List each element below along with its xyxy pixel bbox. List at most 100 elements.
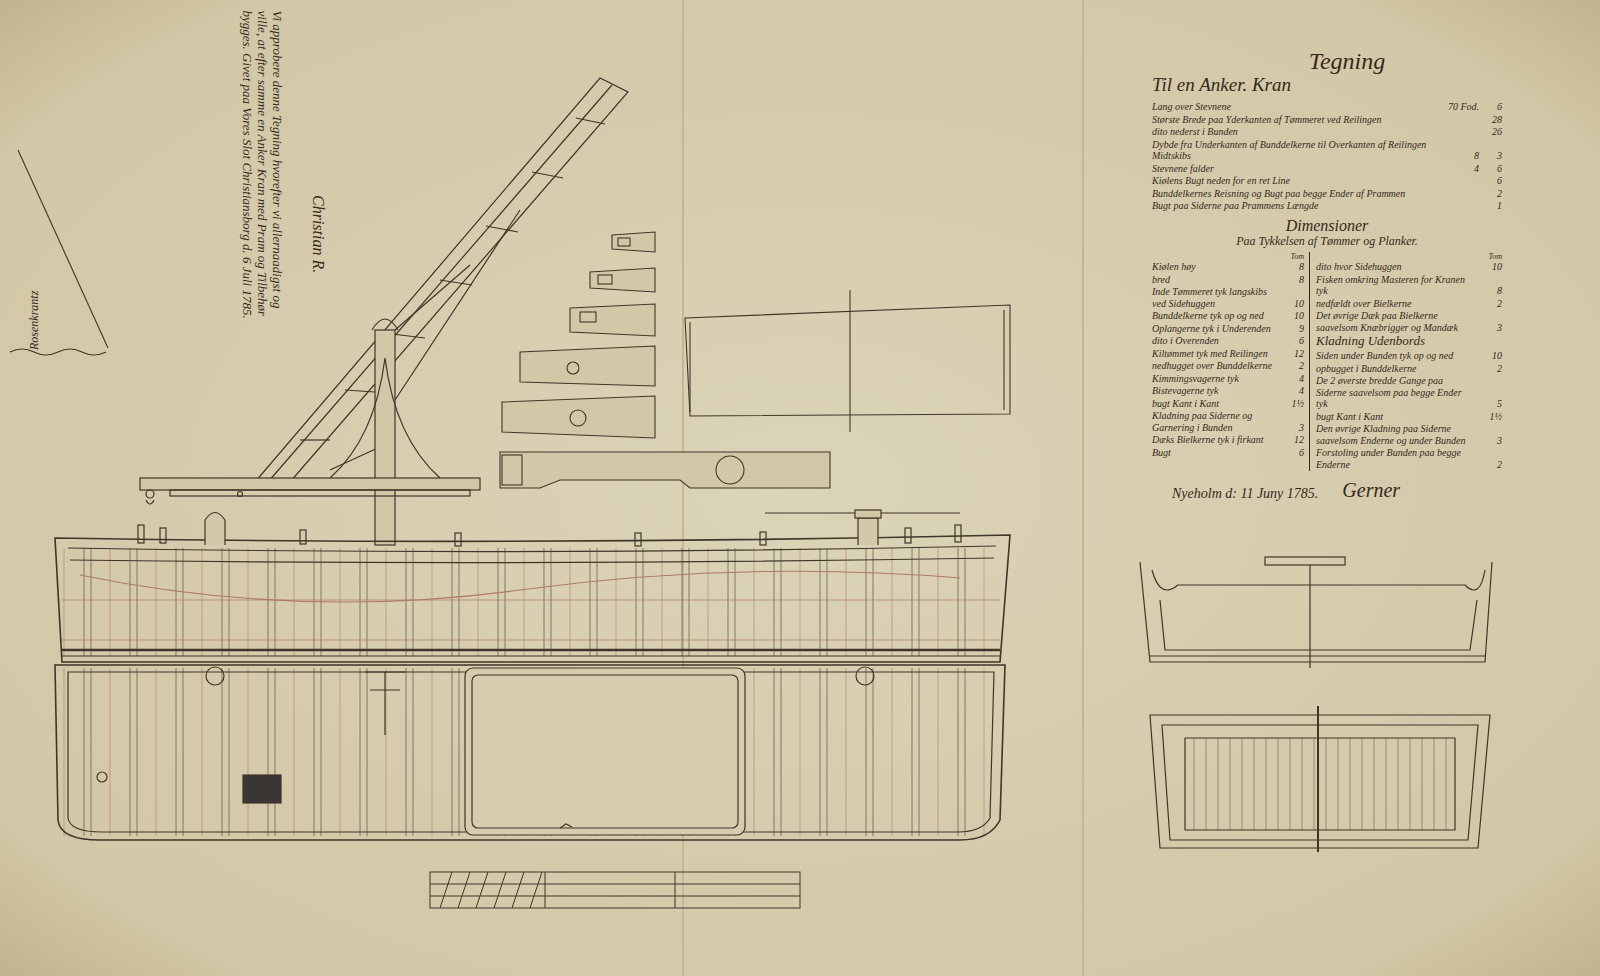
dimension-columns: TomKiølen høy8bred8Inde Tømmeret tyk lan… bbox=[1152, 252, 1502, 471]
row-value: 12 bbox=[1281, 434, 1304, 446]
row-value: 6 bbox=[1479, 175, 1502, 187]
row-value: 9 bbox=[1281, 323, 1304, 335]
row-text: De 2 øverste bredde Gange paa Siderne sa… bbox=[1316, 375, 1479, 410]
row-text: Kiltømmet tyk med Reilingen bbox=[1152, 348, 1281, 360]
row-value: 8 bbox=[1281, 261, 1304, 273]
row-value: 26 bbox=[1479, 126, 1502, 138]
row-text: Største Brede paa Yderkanten af Tømmeret… bbox=[1152, 114, 1479, 126]
row-value: 6 bbox=[1479, 101, 1502, 113]
unit-header: Tom bbox=[1152, 252, 1304, 261]
table-row: Kladning paa Siderne og Garnering i Bund… bbox=[1152, 410, 1304, 433]
section-subheading: Paa Tykkelsen af Tømmer og Planker. bbox=[1152, 234, 1502, 249]
row-value: 3 bbox=[1479, 435, 1502, 447]
scale-bar bbox=[430, 872, 800, 908]
table-row: bugt Kant i Kant1½ bbox=[1316, 411, 1502, 423]
row-value: 3 bbox=[1479, 322, 1502, 334]
row-text: Bunddelkerne tyk op og ned bbox=[1152, 310, 1281, 322]
row-text: Kiølens Bugt neden for en ret Line bbox=[1152, 175, 1479, 187]
row-value: 4 bbox=[1281, 385, 1304, 397]
section-heading: Dimensioner bbox=[1152, 217, 1502, 235]
table-row: Dybde fra Underkanten af Bunddelkerne ti… bbox=[1152, 139, 1502, 162]
minister-signature: Rosenkrantz bbox=[27, 250, 41, 350]
row-value: 10 bbox=[1479, 261, 1502, 273]
row-value: 28 bbox=[1479, 114, 1502, 126]
hull-profile bbox=[55, 510, 1010, 662]
row-value: 8 bbox=[1479, 285, 1502, 297]
row-value: 4 bbox=[1281, 373, 1304, 385]
table-row: Siden under Bunden tyk op og ned10 bbox=[1316, 350, 1502, 362]
table-row: Det øvrige Dæk paa Bielkerne saavelsom K… bbox=[1316, 310, 1502, 333]
row-value: 10 bbox=[1281, 298, 1304, 310]
table-row: Den øvrige Kladning paa Siderne saavelso… bbox=[1316, 423, 1502, 446]
row-value: 3 bbox=[1479, 150, 1502, 162]
royal-signature: Christian R. bbox=[309, 195, 327, 305]
table-row: dito nederst i Bunden26 bbox=[1152, 126, 1502, 138]
row-text: bugt Kant i Kant bbox=[1152, 398, 1281, 410]
table-row: Oplangerne tyk i Underenden9 bbox=[1152, 323, 1304, 335]
row-text: Fisken omkring Masteren for Kranen tyk bbox=[1316, 274, 1479, 297]
table-row: opbugget i Bunddelkerne2 bbox=[1316, 363, 1502, 375]
table-row: Bunddelkerne tyk op og ned10 bbox=[1152, 310, 1304, 322]
main-dimensions: Lang over Stevnene70 Fod.6Største Brede … bbox=[1152, 101, 1502, 212]
row-text: dito hvor Sidehuggen bbox=[1316, 261, 1479, 273]
table-row: Kiltømmet tyk med Reilingen12 bbox=[1152, 348, 1304, 360]
row-value: 6 bbox=[1281, 447, 1304, 459]
row-text: Lang over Stevnene bbox=[1152, 101, 1445, 113]
dimension-column: Tomdito hvor Sidehuggen10Fisken omkring … bbox=[1309, 252, 1502, 471]
row-text: Kiølen høy bbox=[1152, 261, 1281, 273]
table-row: dito hvor Sidehuggen10 bbox=[1316, 261, 1502, 273]
row-text: opbugget i Bunddelkerne bbox=[1316, 363, 1479, 375]
table-row: Lang over Stevnene70 Fod.6 bbox=[1152, 101, 1502, 113]
row-text: Bugt paa Siderne paa Prammens Længde bbox=[1152, 200, 1479, 212]
row-value: 10 bbox=[1479, 350, 1502, 362]
row-value: 70 Fod. bbox=[1445, 101, 1479, 113]
table-row: Bunddelkernes Reisning og Bugt paa begge… bbox=[1152, 188, 1502, 200]
row-value: 3 bbox=[1281, 422, 1304, 434]
row-value: 1½ bbox=[1281, 398, 1304, 410]
row-text: Bunddelkernes Reisning og Bugt paa begge… bbox=[1152, 188, 1479, 200]
approval-note: Vi approbere denne Tegning hvorefter vi … bbox=[240, 10, 285, 320]
row-text: Inde Tømmeret tyk langskibs ved Sidehugg… bbox=[1152, 286, 1281, 309]
row-value: 2 bbox=[1479, 459, 1502, 471]
row-value: 2 bbox=[1479, 188, 1502, 200]
hatch-cover bbox=[685, 290, 1010, 432]
table-row: dito i Overenden6 bbox=[1152, 335, 1304, 347]
row-value: 8 bbox=[1456, 150, 1479, 162]
row-value: 5 bbox=[1479, 398, 1502, 410]
row-text: Det øvrige Dæk paa Bielkerne saavelsom K… bbox=[1316, 310, 1479, 333]
drawing-title: Tegning bbox=[1152, 48, 1502, 74]
unit-header: Tom bbox=[1316, 252, 1502, 261]
cross-section bbox=[1140, 557, 1492, 668]
table-row: Inde Tømmeret tyk langskibs ved Sidehugg… bbox=[1152, 286, 1304, 309]
row-value: 2 bbox=[1281, 360, 1304, 372]
row-text: Dæks Bielkerne tyk i firkant bbox=[1152, 434, 1281, 446]
row-text: Stevnene falder bbox=[1152, 163, 1456, 175]
table-row: bred8 bbox=[1152, 274, 1304, 286]
row-value: 6 bbox=[1281, 335, 1304, 347]
row-value: 6 bbox=[1479, 163, 1502, 175]
row-text: Bistevagerne tyk bbox=[1152, 385, 1281, 397]
table-row: Kiølen høy8 bbox=[1152, 261, 1304, 273]
end-section bbox=[1150, 706, 1490, 852]
date-row: Nyeholm d: 11 Juny 1785.Gerner bbox=[1152, 479, 1502, 502]
row-text: bred bbox=[1152, 274, 1281, 286]
fold-line bbox=[1082, 0, 1084, 976]
table-row: Bistevagerne tyk4 bbox=[1152, 385, 1304, 397]
row-text: bugt Kant i Kant bbox=[1316, 411, 1479, 423]
row-text: Den øvrige Kladning paa Siderne saavelso… bbox=[1316, 423, 1479, 446]
row-text: nedfældt over Bielkerne bbox=[1316, 298, 1479, 310]
row-value: 1½ bbox=[1479, 411, 1502, 423]
row-value: 12 bbox=[1281, 348, 1304, 360]
row-text: Siden under Bunden tyk op og ned bbox=[1316, 350, 1479, 362]
table-block: TegningTil en Anker. KranLang over Stevn… bbox=[1152, 48, 1502, 502]
row-value: 2 bbox=[1479, 363, 1502, 375]
row-text: dito nederst i Bunden bbox=[1152, 126, 1479, 138]
hull-plan bbox=[55, 665, 1005, 840]
table-row: Bugt6 bbox=[1152, 447, 1304, 459]
row-value: 8 bbox=[1281, 274, 1304, 286]
plan-frames bbox=[62, 668, 998, 836]
section-planks bbox=[1185, 738, 1455, 830]
row-text: Kimmingsvagerne tyk bbox=[1152, 373, 1281, 385]
